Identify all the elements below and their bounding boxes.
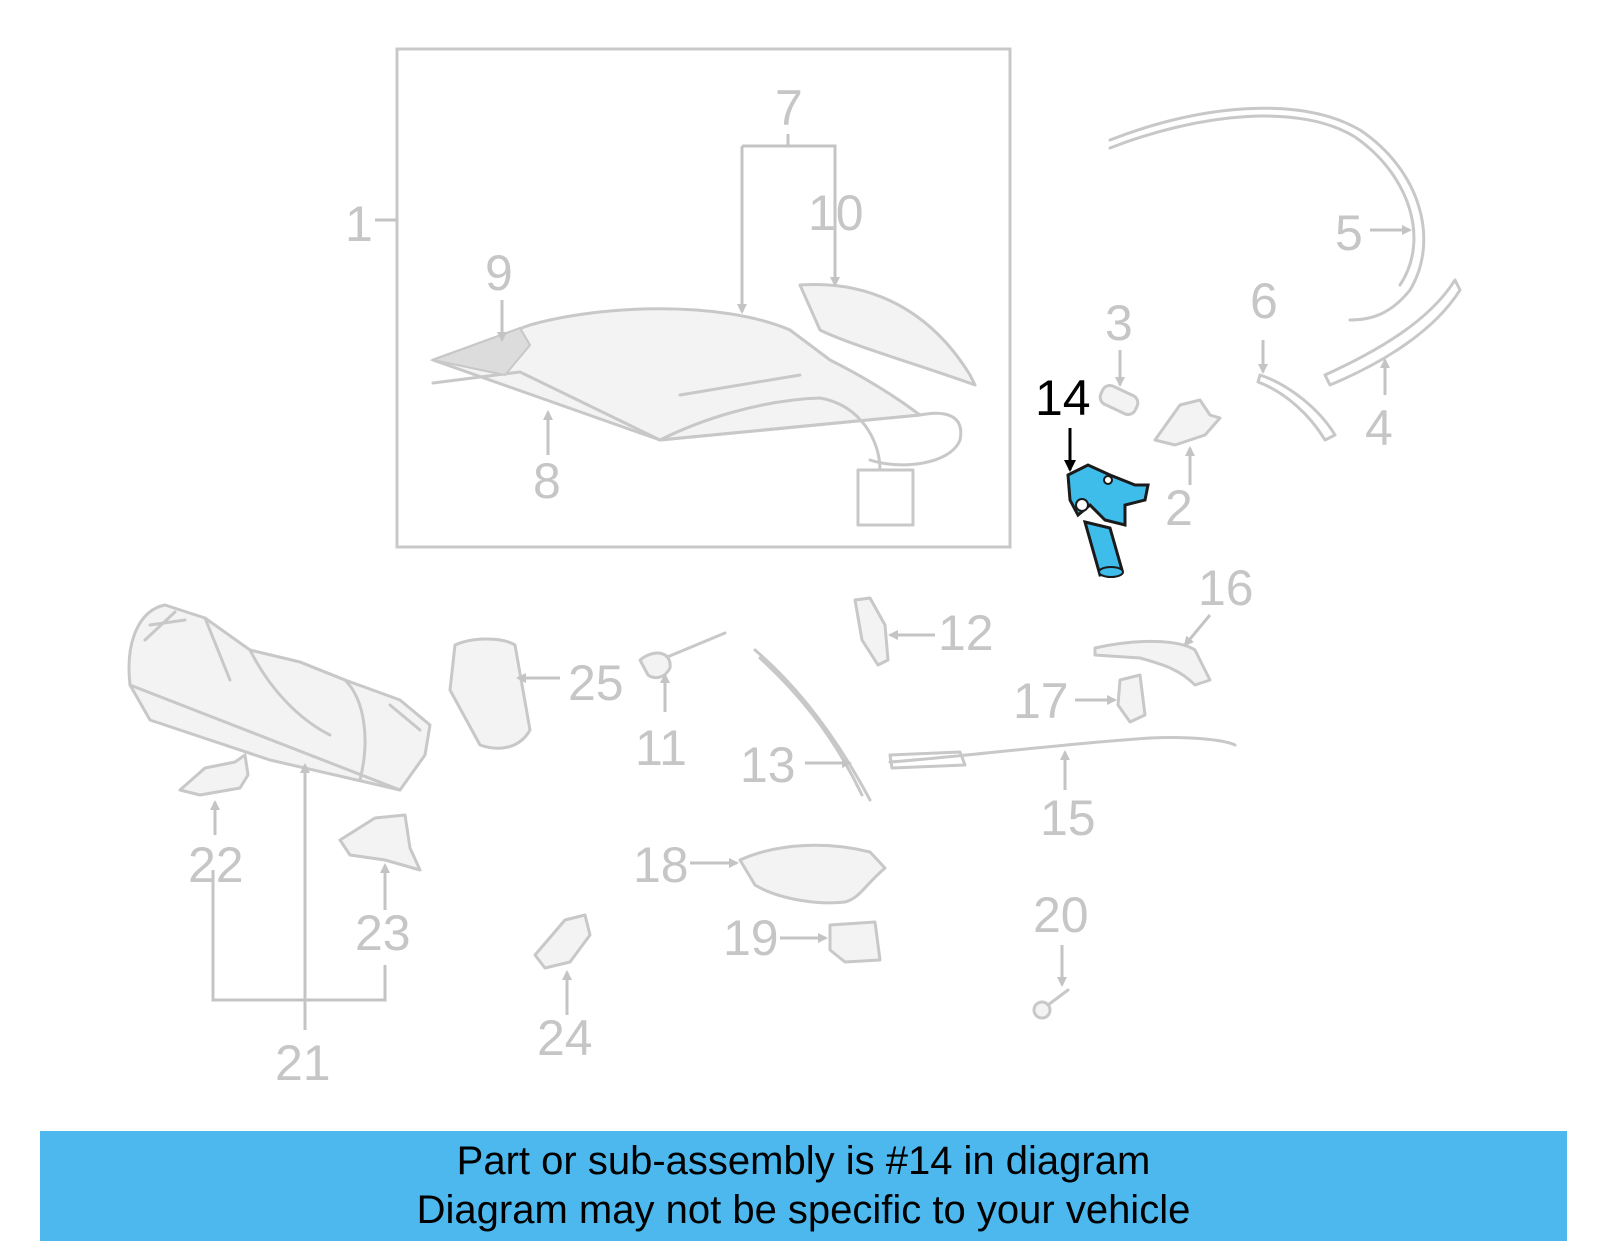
callout-11: 11 [635,720,687,776]
callout-24: 24 [537,1010,593,1066]
callout-14-highlighted: 14 [1035,370,1091,426]
callout-1: 1 [345,196,373,252]
highlighted-part-14 [1064,428,1150,578]
callout-23: 23 [355,905,411,961]
callout-18: 18 [633,837,689,893]
fastener-part-20 [1032,945,1070,1020]
cover-part-18 [738,843,887,905]
callout-10: 10 [808,185,864,241]
callout-8: 8 [533,453,561,509]
callout-9: 9 [485,245,513,301]
cable-part [888,735,1237,764]
banner-line-part-reference: Part or sub-assembly is #14 in diagram [456,1139,1151,1183]
info-banner: Part or sub-assembly is #14 in diagram D… [40,1131,1567,1241]
rod-part [638,631,727,712]
callout-7: 7 [775,80,803,136]
roof-panel-part [429,307,963,527]
callout-25: 25 [568,655,624,711]
housing-part-23 [338,813,422,872]
strip-part-13 [753,648,872,802]
callout-16: 16 [1198,560,1254,616]
weatherstrip-part [1108,106,1426,322]
cover-trim-part [1093,639,1212,687]
clip-part-19 [828,920,882,964]
callout-3: 3 [1105,295,1133,351]
trim-strip-part [1256,373,1337,442]
banner-line-disclaimer: Diagram may not be specific to your vehi… [416,1188,1191,1232]
callout-15: 15 [1040,790,1096,846]
callout-20: 20 [1033,887,1089,943]
callout-19: 19 [723,910,779,966]
clip-part-17 [1116,673,1147,724]
callout-13: 13 [740,737,796,793]
bracket-part-22 [178,753,250,797]
pin-part [1098,350,1140,416]
callout-22: 22 [188,837,244,893]
bracket-part-12 [853,596,890,667]
callout-5: 5 [1335,205,1363,261]
seal-strip-part [1323,278,1462,387]
callout-2: 2 [1165,480,1193,536]
wind-deflector-part [127,603,432,792]
callout-12: 12 [938,605,994,661]
latch-part-24 [533,913,592,970]
callout-21: 21 [275,1035,331,1091]
callout-6: 6 [1250,273,1278,329]
callout-17: 17 [1013,673,1069,729]
bracket-part [1153,398,1222,485]
rear-window-part [798,282,977,387]
cushion-part [448,637,532,750]
callout-4: 4 [1365,400,1393,456]
